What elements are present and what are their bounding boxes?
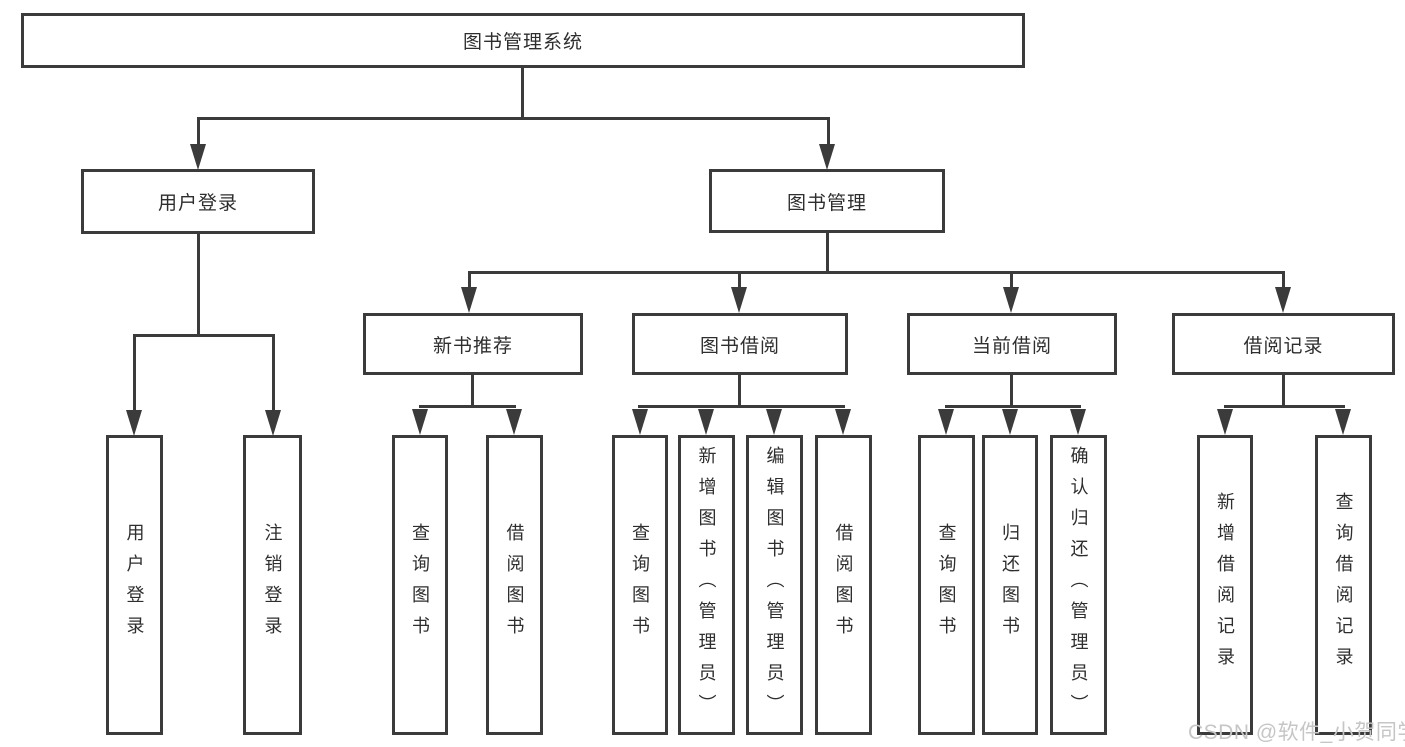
arrow-down-icon — [766, 409, 782, 435]
connector-line — [521, 68, 524, 120]
connector-line — [197, 117, 830, 120]
leaf-add-borrow-record: 新增借阅记录 — [1197, 435, 1253, 735]
leaf-query-borrow-record: 查询借阅记录 — [1315, 435, 1372, 735]
arrow-down-icon — [1335, 409, 1351, 435]
arrow-down-icon — [412, 409, 428, 435]
node-book-borrow: 图书借阅 — [632, 313, 848, 375]
node-label: 用户登录 — [124, 523, 145, 647]
connector-line — [468, 271, 1285, 274]
connector-line — [1282, 271, 1285, 289]
node-label: 编辑图书（管理员） — [764, 445, 785, 725]
arrow-down-icon — [938, 409, 954, 435]
arrow-down-icon — [632, 409, 648, 435]
leaf-query-books-borrow: 查询图书 — [612, 435, 668, 735]
connector-line — [133, 334, 275, 337]
arrow-down-icon — [819, 144, 835, 170]
leaf-borrow-books: 借阅图书 — [815, 435, 872, 735]
node-label: 借阅图书 — [504, 523, 525, 647]
arrow-down-icon — [1003, 287, 1019, 313]
node-label: 借阅记录 — [1243, 335, 1324, 357]
leaf-confirm-return-admin: 确认归还（管理员） — [1050, 435, 1107, 735]
arrow-down-icon — [265, 410, 281, 436]
connector-line — [419, 405, 516, 408]
node-label: 查询图书 — [936, 523, 957, 647]
node-library-management-system: 图书管理系统 — [21, 13, 1025, 68]
node-label: 查询图书 — [410, 523, 430, 647]
arrow-down-icon — [835, 409, 851, 435]
node-current-borrow: 当前借阅 — [907, 313, 1117, 375]
connector-line — [133, 334, 136, 412]
connector-line — [1224, 405, 1345, 408]
arrow-down-icon — [731, 287, 747, 313]
leaf-query-books-current: 查询图书 — [918, 435, 975, 735]
connector-line — [827, 117, 830, 149]
arrow-down-icon — [1275, 287, 1291, 313]
node-label: 当前借阅 — [971, 335, 1052, 357]
node-label: 新增图书（管理员） — [696, 445, 717, 725]
node-label: 用户登录 — [157, 193, 238, 214]
connector-line — [197, 234, 200, 337]
connector-line — [826, 232, 829, 274]
arrow-down-icon — [1070, 409, 1086, 435]
leaf-query-books-recommend: 查询图书 — [392, 435, 448, 735]
node-user-login: 用户登录 — [81, 169, 315, 234]
connector-line — [1010, 271, 1013, 289]
node-label: 新增借阅记录 — [1215, 492, 1235, 678]
arrow-down-icon — [126, 410, 142, 436]
connector-line — [638, 405, 845, 408]
node-label: 图书管理 — [786, 192, 867, 214]
connector-line — [468, 271, 471, 289]
connector-line — [197, 117, 200, 149]
leaf-logout: 注销登录 — [243, 435, 302, 735]
node-label: 借阅图书 — [833, 523, 854, 647]
node-borrow-records: 借阅记录 — [1172, 313, 1395, 375]
connector-line — [738, 375, 741, 408]
leaf-borrow-books-recommend: 借阅图书 — [486, 435, 543, 735]
connector-line — [471, 375, 474, 408]
connector-line — [945, 405, 1081, 408]
leaf-add-books-admin: 新增图书（管理员） — [678, 435, 735, 735]
arrow-down-icon — [1217, 409, 1233, 435]
node-book-management: 图书管理 — [709, 169, 945, 233]
leaf-user-login: 用户登录 — [106, 435, 163, 735]
node-label: 查询借阅记录 — [1333, 492, 1354, 678]
arrow-down-icon — [1002, 409, 1018, 435]
connector-line — [272, 334, 275, 412]
node-label: 查询图书 — [630, 523, 650, 647]
arrow-down-icon — [506, 409, 522, 435]
connector-line — [1282, 375, 1285, 408]
leaf-edit-books-admin: 编辑图书（管理员） — [746, 435, 803, 735]
leaf-return-books: 归还图书 — [982, 435, 1038, 735]
connector-line — [738, 271, 741, 289]
arrow-down-icon — [461, 287, 477, 313]
node-label: 归还图书 — [1000, 523, 1020, 647]
watermark: CSDN @软件_小贺同学 — [1188, 721, 1405, 744]
node-label: 确认归还（管理员） — [1068, 445, 1089, 725]
node-label: 图书借阅 — [699, 335, 780, 357]
connector-line — [1010, 375, 1013, 408]
node-label: 图书管理系统 — [462, 32, 583, 53]
arrow-down-icon — [190, 144, 206, 170]
arrow-down-icon — [698, 409, 714, 435]
node-label: 注销登录 — [262, 523, 283, 647]
node-new-book-recommend: 新书推荐 — [363, 313, 583, 375]
node-label: 新书推荐 — [432, 335, 513, 357]
